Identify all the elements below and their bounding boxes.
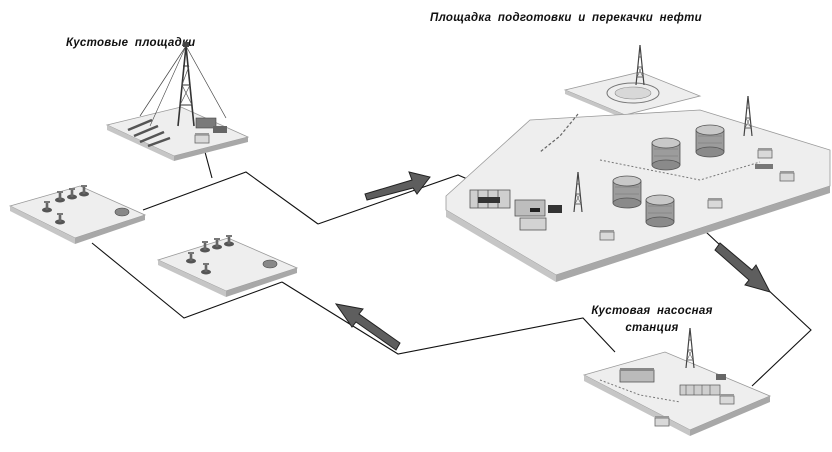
arrow-to-pump-station (715, 243, 770, 292)
pump-station-site (584, 328, 770, 436)
arrow-to-cluster-pads (336, 304, 400, 350)
drilling-rig-platform (107, 42, 248, 161)
cluster-pad-middle (158, 235, 297, 297)
cluster-pad-left (10, 185, 145, 244)
storage-tank-icon (613, 176, 641, 208)
pipeline-rig-to-pad-left (143, 172, 318, 224)
storage-tank-icon (696, 125, 724, 157)
oil-treatment-site (446, 45, 830, 282)
storage-tank-icon (652, 138, 680, 170)
pipeline-pump-to-pads (282, 282, 615, 354)
pipeline-rig-drop (205, 152, 212, 178)
storage-tank-icon (646, 195, 674, 227)
